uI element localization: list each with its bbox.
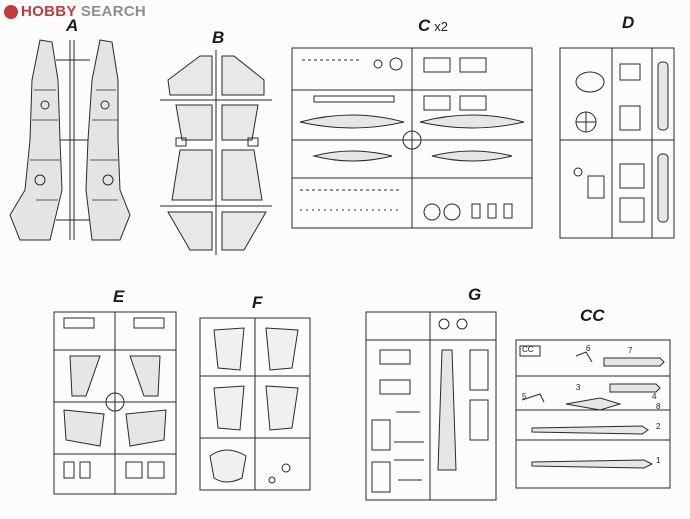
cc-part-number-1: 1	[656, 456, 661, 465]
sprue-label-d: D	[622, 13, 635, 32]
cc-part-number-3: 3	[576, 383, 581, 392]
sprue-label-e: E	[113, 287, 125, 306]
sprue-c-multiplier: x2	[434, 19, 449, 34]
sprue-f	[199, 317, 311, 491]
cc-box-label: CC	[522, 345, 534, 354]
sprue-label-f: F	[252, 293, 263, 312]
sprue-g	[365, 311, 497, 501]
sprue-label-cc: CC	[580, 306, 605, 325]
sprue-label-b: B	[212, 28, 225, 47]
hobbysearch-watermark: HOBBY SEARCH	[4, 3, 146, 20]
sprue-label-g: G	[468, 285, 482, 304]
sprue-b	[160, 50, 272, 255]
hobbysearch-logo-icon	[4, 4, 18, 19]
cc-part-number-6: 6	[586, 344, 591, 353]
sprue-d	[559, 47, 675, 239]
sprue-label-a: A	[66, 16, 79, 35]
sprue-cc	[515, 339, 671, 489]
sprue-e	[53, 311, 177, 495]
sprue-a	[9, 39, 131, 241]
cc-part-number-5: 5	[522, 392, 527, 401]
brand-name-text: SEARCH	[80, 3, 147, 20]
cc-part-number-4: 4	[652, 392, 657, 401]
sprue-c	[291, 47, 533, 229]
cc-part-number-8: 8	[656, 402, 661, 411]
cc-part-number-2: 2	[656, 422, 661, 431]
cc-part-number-7: 7	[628, 346, 633, 355]
brand-logo-text: HOBBY	[21, 3, 77, 20]
